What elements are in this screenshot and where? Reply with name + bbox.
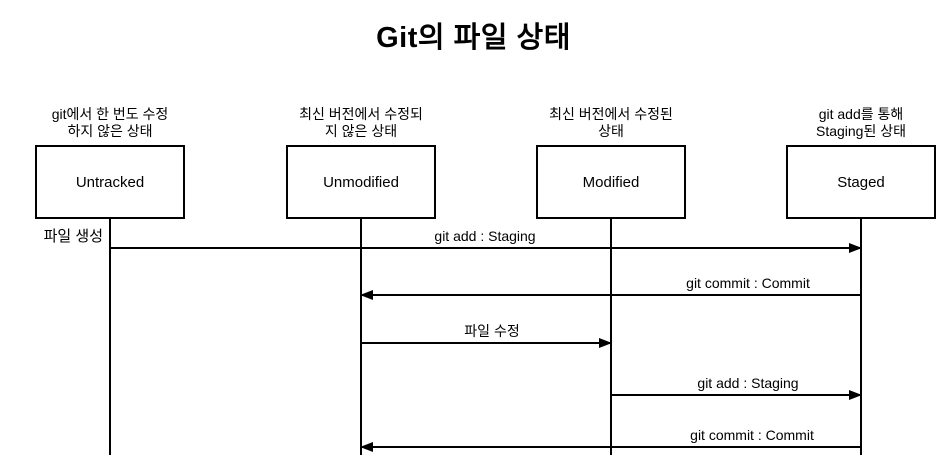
message-label: git add : Staging <box>695 375 801 392</box>
lifeline-group-staged: git add를 통해 Staging된 상태 Staged <box>751 0 947 460</box>
lifeline-group-untracked: git에서 한 번도 수정 하지 않은 상태 Untracked <box>0 0 220 460</box>
arrow-line <box>361 338 612 348</box>
arrowhead-left-icon <box>360 442 373 452</box>
message-label: 파일 수정 <box>462 323 522 340</box>
caption-line: 최신 버전에서 수정된 <box>549 106 673 122</box>
message-git-commit-staged-unmodified: git commit : Commit <box>360 275 861 305</box>
caption-line: 지 않은 상태 <box>324 123 398 139</box>
diagram-title: Git의 파일 상태 <box>376 22 571 54</box>
message-label: git commit : Commit <box>688 427 816 444</box>
state-caption-modified: 최신 버전에서 수정된 상태 <box>501 106 721 140</box>
arrow-line <box>360 290 861 300</box>
lifeline-staged <box>860 219 862 455</box>
arrowhead-right-icon <box>849 390 862 400</box>
caption-line: git add를 통해 <box>818 106 904 122</box>
arrow-line <box>360 442 861 452</box>
caption-line: Staging된 상태 <box>815 123 906 139</box>
message-file-edit-unmodified-modified: 파일 수정 <box>361 323 612 353</box>
arrowhead-left-icon <box>360 290 373 300</box>
arrow-line <box>110 243 862 253</box>
message-git-add-untracked-staged: git add : Staging <box>110 228 862 258</box>
state-label: Modified <box>582 173 640 191</box>
state-box-untracked: Untracked <box>35 145 185 219</box>
state-label: Untracked <box>75 173 145 191</box>
state-box-modified: Modified <box>536 145 686 219</box>
arrowhead-right-icon <box>599 338 612 348</box>
arrow-line <box>611 390 862 400</box>
state-caption-unmodified: 최신 버전에서 수정되 지 않은 상태 <box>251 106 471 140</box>
caption-line: git에서 한 번도 수정 <box>51 106 169 122</box>
lifeline-modified <box>610 219 612 455</box>
message-label: git add : Staging <box>432 228 538 245</box>
message-git-commit-staged-unmodified-2: git commit : Commit <box>360 427 861 457</box>
state-caption-staged: git add를 통해 Staging된 상태 <box>751 106 947 140</box>
state-box-staged: Staged <box>786 145 936 219</box>
lifeline-untracked <box>109 219 111 455</box>
state-box-unmodified: Unmodified <box>286 145 436 219</box>
state-label: Staged <box>837 173 885 191</box>
arrowhead-right-icon <box>849 243 862 253</box>
caption-line: 최신 버전에서 수정되 <box>299 106 423 122</box>
state-caption-untracked: git에서 한 번도 수정 하지 않은 상태 <box>0 106 220 140</box>
state-label: Unmodified <box>323 173 399 191</box>
message-label: git commit : Commit <box>684 275 812 292</box>
message-git-add-modified-staged: git add : Staging <box>611 375 862 405</box>
caption-line: 상태 <box>598 123 624 139</box>
lifeline-group-unmodified: 최신 버전에서 수정되 지 않은 상태 Unmodified <box>251 0 471 460</box>
caption-line: 하지 않은 상태 <box>67 123 153 139</box>
file-create-note: 파일 생성 <box>43 228 103 245</box>
lifeline-unmodified <box>360 219 362 455</box>
lifeline-group-modified: 최신 버전에서 수정된 상태 Modified <box>501 0 721 460</box>
